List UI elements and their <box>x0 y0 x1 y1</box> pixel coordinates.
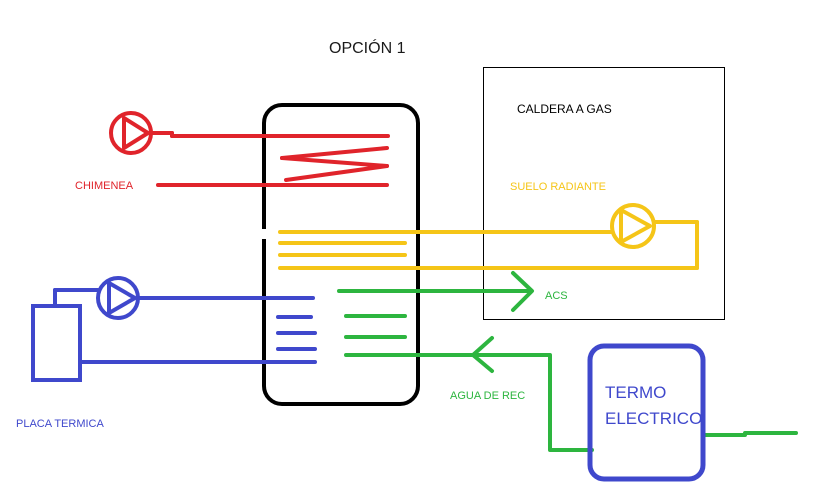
arrow-left-icon <box>471 336 494 373</box>
termo-label-line1: TERMO <box>605 383 666 402</box>
placa-termica-label: PLACA TERMICA <box>16 418 104 430</box>
suelo-radiante-circuit <box>278 220 699 270</box>
suelo-radiante-label: SUELO RADIANTE <box>510 181 606 193</box>
chimenea-circuit <box>150 131 390 187</box>
chimenea-label: CHIMENEA <box>75 180 134 192</box>
acs-circuit <box>337 289 798 452</box>
acs-label: ACS <box>545 290 568 302</box>
pump-icon <box>96 276 140 320</box>
pump-icon <box>610 203 656 249</box>
termo-label-line2: ELECTRICO <box>605 409 702 428</box>
placa-termica-circuit <box>53 288 317 364</box>
placa-termica-panel <box>31 304 82 382</box>
agua-de-rec-label: AGUA DE REC <box>450 390 525 402</box>
diagram-title: OPCIÓN 1 <box>329 38 406 57</box>
storage-tank <box>262 103 420 406</box>
termo-electrico-box <box>587 343 706 482</box>
tank-wall-gap <box>260 229 268 239</box>
arrow-right-icon <box>511 271 534 312</box>
caldera-box <box>483 67 725 320</box>
caldera-label: CALDERA A GAS <box>517 102 612 116</box>
pump-icon <box>109 111 153 155</box>
